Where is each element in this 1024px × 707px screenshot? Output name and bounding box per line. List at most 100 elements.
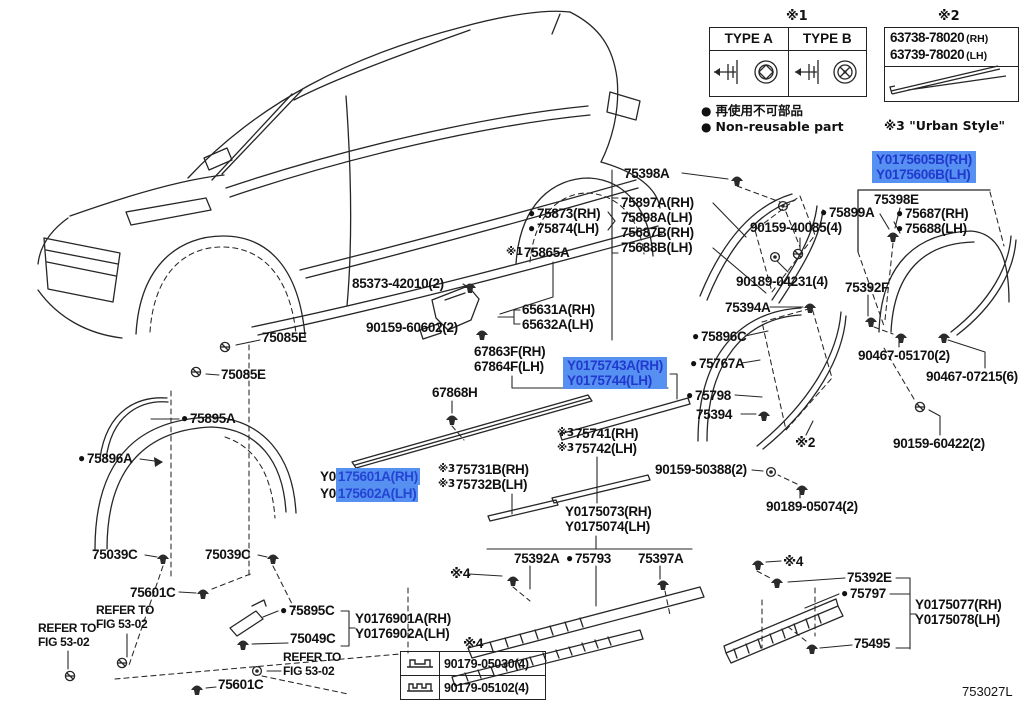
footnote-1-header: ※1: [786, 9, 808, 24]
part-number: REFER TO: [38, 621, 97, 635]
clip-nut-icon: [400, 651, 440, 676]
label-ref4-a: ※4: [450, 566, 470, 581]
part-number: 75688B(LH): [621, 240, 693, 255]
nonreusable-dot-icon: ●: [692, 329, 699, 343]
table-row: 90179-05102(4): [400, 675, 546, 700]
label-75085E-2: 75085E: [221, 367, 266, 382]
part-number-prefix: Y0: [320, 469, 336, 484]
part-number: Y0176902A(LH): [355, 626, 450, 641]
part-number: 75392F: [845, 280, 889, 295]
part-number: Y0175074(LH): [565, 519, 650, 534]
nonreusable-dot-icon: ●: [78, 451, 85, 465]
part-number: 75398A: [624, 166, 670, 181]
part-number: 175602A(LH): [335, 485, 419, 502]
part-number: 75874(LH): [536, 221, 599, 236]
label-Y0175605B: Y0175605B(RH)Y0175606B(LH): [872, 151, 976, 183]
nonreusable-dot-icon: ●: [280, 603, 287, 617]
side-suffix: (LH): [966, 50, 988, 62]
part-number: REFER TO: [283, 650, 342, 664]
part-number: 75899A: [828, 205, 875, 220]
part-number: 75392E: [847, 570, 892, 585]
part-number: 75601C: [218, 677, 264, 692]
type-a-cell: [710, 51, 789, 96]
part-number: 75392A: [514, 551, 560, 566]
nonreusable-dot-icon: ●: [528, 206, 535, 220]
part-number: 75397A: [638, 551, 684, 566]
part-number: 75742(LH): [574, 441, 637, 456]
part-number: 90467-07215(6): [926, 369, 1018, 384]
label-75397A: 75397A: [638, 551, 684, 566]
clip-type-table: TYPE A TYPE B: [709, 27, 867, 97]
nonreusable-dot-icon: ●: [701, 104, 712, 118]
type-a-clip-icon: [714, 60, 778, 84]
part-number: 75049C: [290, 631, 336, 646]
footnote-ref: ※3: [438, 478, 455, 490]
part-number: 75865A: [523, 245, 570, 260]
part-number: 90189-05074(2): [766, 499, 858, 514]
label-75049C: 75049C: [290, 631, 336, 646]
footnote-ref: ※1: [506, 246, 523, 258]
part-number: Y0175073(RH): [565, 504, 652, 519]
part-number: FIG 53-02: [38, 634, 90, 649]
part-number: 90159-60422(2): [893, 436, 985, 451]
label-67868H: 67868H: [432, 385, 478, 400]
part-number: 90467-05170(2): [858, 348, 950, 363]
nonreusable-dot-icon: ●: [820, 205, 827, 219]
label-75873: ●75873(RH)●75874(LH): [528, 206, 601, 236]
label-90467-05170: 90467-05170(2): [858, 348, 950, 363]
part-number: 90189-04231(4): [736, 274, 828, 289]
part-number: 90159-60602(2): [366, 320, 458, 335]
part-number: 75767A: [698, 356, 745, 371]
part-number: 75896C: [700, 329, 747, 344]
legend-nonreusable-jp: ●再使用不可部品: [701, 103, 803, 118]
part-number: Y0175077(RH): [915, 597, 1002, 612]
label-75767A: ●75767A: [690, 356, 745, 371]
nonreusable-dot-icon: ●: [701, 120, 712, 134]
label-90159-50388: 90159-50388(2): [655, 462, 747, 477]
part-number: ※4: [463, 636, 484, 651]
side-suffix: (RH): [966, 33, 989, 45]
label-75899A: ●75899A: [820, 205, 875, 220]
label-90467-07215: 90467-07215(6): [926, 369, 1018, 384]
label-75495: 75495: [854, 636, 890, 651]
label-90159-60422: 90159-60422(2): [893, 436, 985, 451]
part-number: 75039C: [205, 547, 251, 562]
dashed-lines: [114, 185, 1005, 695]
part-number: Y0175743A(RH): [567, 358, 663, 373]
urban-style-note: ※3 "Urban Style": [884, 118, 1006, 133]
nonreusable-dot-icon: ●: [528, 221, 535, 235]
part-number: 65632A(LH): [522, 317, 594, 332]
part-number: 75731B(RH): [455, 462, 529, 477]
part-number: 63739-78020: [890, 47, 965, 62]
footnote-ref: ※3: [438, 463, 455, 475]
hardware-nut-table: 90179-05030(4) 90179-05102(4): [400, 651, 546, 700]
clip-nut-icon: [400, 675, 440, 700]
part-number: 75687B(RH): [621, 225, 694, 240]
part-number: ※4: [783, 554, 804, 569]
label-Y0176901A: Y0176901A(RH)Y0176902A(LH): [355, 611, 451, 641]
urban-style-moulding-icon: [889, 65, 1007, 95]
leader-lines: [67, 169, 986, 689]
label-ref4-c: ※4: [783, 554, 803, 569]
label-67863F: 67863F(RH)67864F(LH): [474, 344, 546, 374]
label-75392F: 75392F: [845, 280, 889, 295]
label-75896C: ●75896C: [692, 329, 747, 344]
part-number: 75873(RH): [536, 206, 601, 221]
part-number-prefix: Y0: [320, 486, 336, 501]
part-number: 75687(RH): [904, 206, 969, 221]
label-ref2-mark: ※2: [795, 435, 815, 450]
label-75897A-group: 75897A(RH)75898A(LH)75687B(RH)75688B(LH): [621, 195, 694, 255]
nonreusable-dot-icon: ●: [690, 356, 697, 370]
figure-code: 753027L: [962, 684, 1013, 699]
legend-icons: [714, 60, 1007, 95]
label-75601C-bottom: 75601C: [218, 677, 264, 692]
label-75085E-1: 75085E: [262, 330, 307, 345]
label-75687: ●75687(RH)●75688(LH): [896, 206, 969, 236]
divider: [885, 66, 1018, 67]
part-number: 75495: [854, 636, 891, 651]
label-75793: ●75793: [566, 551, 611, 566]
